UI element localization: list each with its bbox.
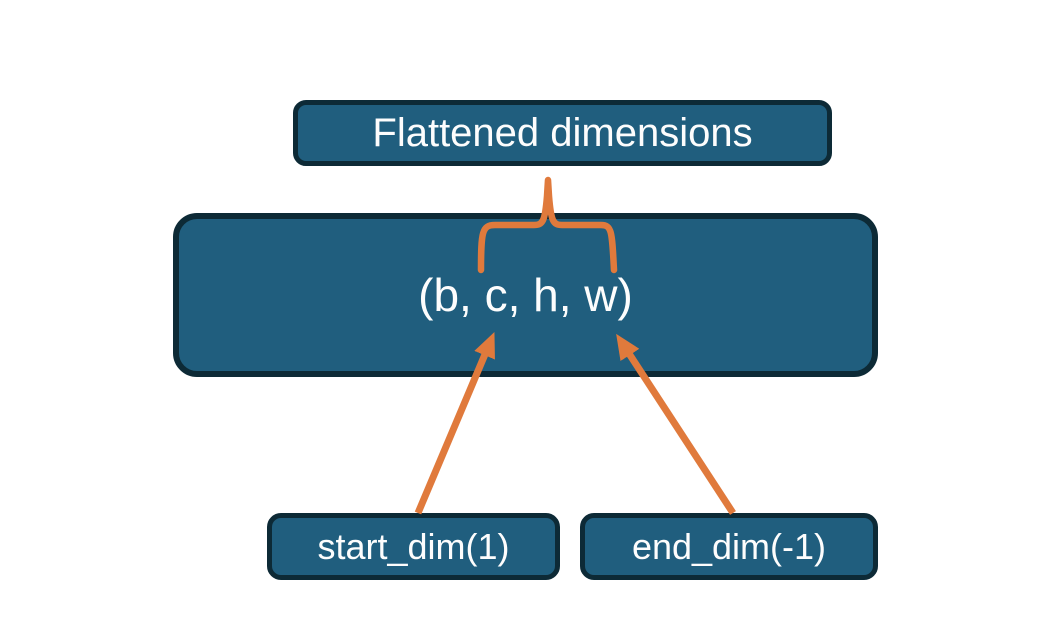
tensor-shape-box: (b, c, h, w) [173, 213, 878, 377]
tensor-shape-label: (b, c, h, w) [418, 269, 633, 321]
end-dim-box: end_dim(-1) [580, 513, 878, 580]
start-dim-label: start_dim(1) [317, 525, 510, 567]
flattened-dimensions-box: Flattened dimensions [293, 100, 832, 166]
end-dim-label: end_dim(-1) [631, 525, 827, 567]
flattened-dimensions-label: Flattened dimensions [372, 110, 753, 155]
start-dim-box: start_dim(1) [267, 513, 560, 580]
